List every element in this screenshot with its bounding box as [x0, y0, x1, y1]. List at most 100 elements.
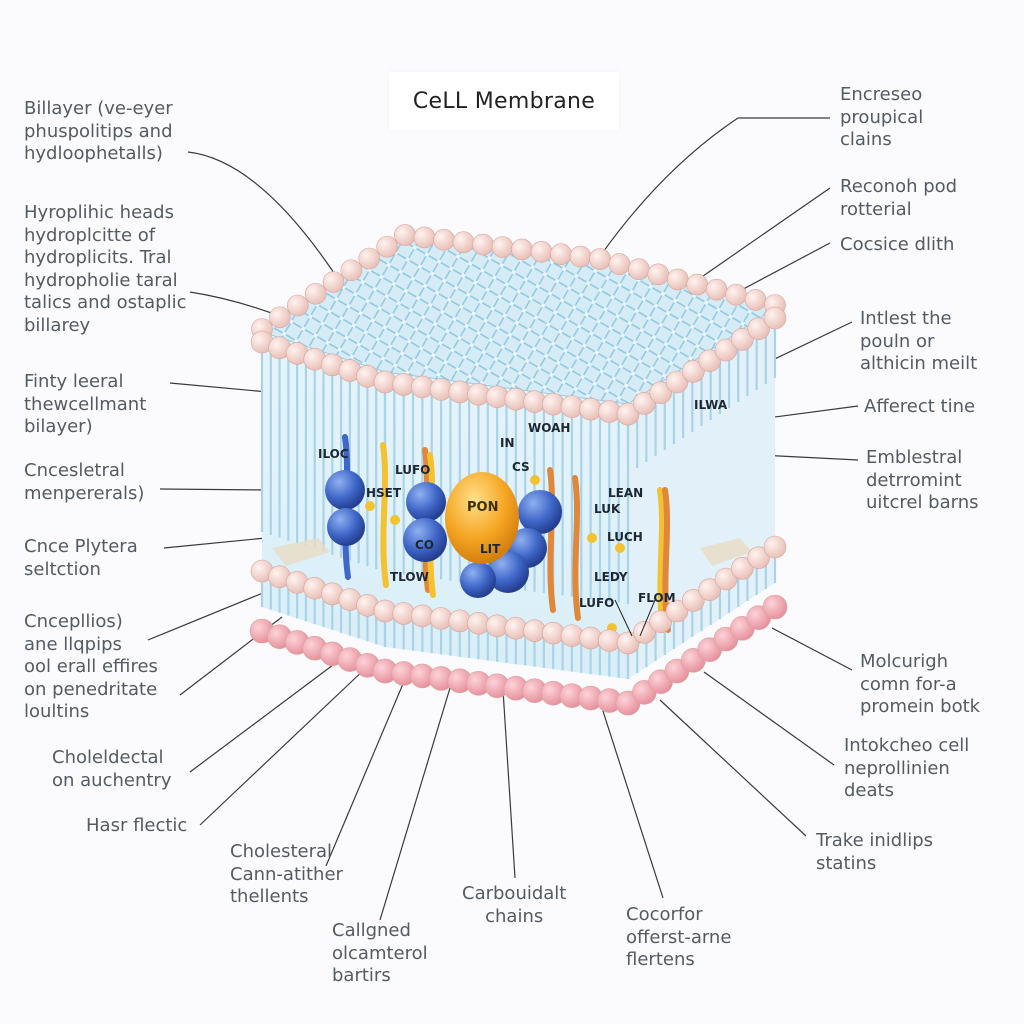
- label-line: Emblestral: [866, 447, 963, 468]
- upper-head: [304, 282, 327, 305]
- label-line: Choleldectal: [52, 747, 164, 768]
- inner-label-hset: HSET: [366, 486, 402, 500]
- protein-blue: [325, 470, 365, 510]
- leader-lines: [147, 117, 859, 921]
- lower-inner-head: [763, 535, 787, 559]
- leader-line: [163, 536, 277, 549]
- inner-label-lit: LIT: [480, 542, 501, 556]
- label-line: thewcellmant: [24, 393, 147, 415]
- label-bilayer: Billayer (ve-eyer phuspolitips and hydlo…: [24, 98, 173, 166]
- cholesterol-filament: [657, 487, 666, 633]
- label-line: bartirs: [332, 965, 391, 986]
- label-line: Cholesteral: [230, 841, 333, 862]
- upper-head: [705, 278, 728, 301]
- label-line: Cocorfor: [626, 904, 703, 925]
- lower-inner-head: [731, 557, 754, 580]
- leader-line: [187, 151, 341, 283]
- inner-label-luk: LUK: [594, 502, 621, 516]
- label-trake: Trake inidlips statins: [816, 830, 933, 875]
- label-reconoh: Reconoh pod rotterial: [840, 176, 957, 221]
- leader-line: [595, 117, 830, 263]
- label-line: olcamterol: [332, 942, 428, 964]
- inner-label-lufo: LUFO: [395, 463, 431, 477]
- leader-line: [502, 689, 516, 879]
- protein-orange: [445, 472, 519, 564]
- label-line: flertens: [626, 949, 695, 970]
- inner-label-flom: FLOM: [638, 591, 676, 605]
- label-cholesterol-anchor: Choleldectal on auchentry: [52, 747, 171, 792]
- leader-line: [703, 671, 835, 766]
- small-molecule: [615, 543, 625, 553]
- inner-label-co: CO: [415, 538, 435, 552]
- label-line: Billayer (ve-eyer: [24, 98, 173, 119]
- label-encreseo: Encreseo proupical clains: [840, 84, 923, 152]
- upper-head: [550, 243, 572, 265]
- upper-head: [569, 245, 592, 268]
- label-line: Molcurigh: [860, 651, 949, 672]
- label-line: hydropholie taral: [24, 269, 178, 291]
- label-line: bilayer): [24, 416, 93, 437]
- leader-line: [601, 707, 664, 899]
- upper-head: [491, 236, 514, 258]
- upper-head: [731, 328, 754, 351]
- label-line: on auchentry: [52, 769, 172, 791]
- label-line: Afferect tine: [864, 396, 976, 417]
- label-line: Cocsice dlith: [840, 234, 955, 255]
- upper-head: [269, 306, 291, 329]
- inner-label-lean: LEAN: [608, 486, 644, 500]
- upper-head: [376, 235, 398, 258]
- upper-head: [608, 253, 631, 275]
- label-intokcheo: Intokcheo cell neprollinien deats: [844, 735, 969, 803]
- carbohydrate-chip: [272, 538, 330, 566]
- protein-blue: [518, 490, 562, 534]
- label-line: Reconoh pod: [840, 176, 958, 197]
- label-line: pouln or: [860, 330, 935, 352]
- label-selection: Cnce Plytera seltction: [24, 536, 138, 581]
- upper-head: [763, 306, 787, 330]
- lower-inner-head: [665, 599, 689, 623]
- label-line: chains: [485, 905, 544, 927]
- label-line: neprollinien: [844, 757, 950, 779]
- protein-blue: [487, 551, 529, 593]
- label-cocsice: Cocsice dlith: [840, 234, 954, 257]
- lower-inner-head: [682, 589, 705, 612]
- cholesterol-filament: [547, 467, 556, 613]
- lower-inner-head: [616, 631, 640, 655]
- label-cholesterol-members: Cncesletral menpererals): [24, 460, 144, 505]
- upper-head: [686, 273, 709, 296]
- inner-label-luch: LUCH: [607, 530, 643, 544]
- label-line: Hasr flectic: [86, 815, 188, 836]
- label-line: proupical: [840, 106, 924, 128]
- upper-head: [628, 258, 650, 281]
- upper-head: [649, 381, 672, 404]
- upper-head: [698, 349, 721, 372]
- label-lipids: Cncepllios) ane llqpips ool erall effire…: [24, 611, 158, 724]
- upper-head: [682, 360, 705, 383]
- upper-head: [433, 229, 455, 251]
- label-line: clains: [840, 129, 892, 150]
- upper-head: [589, 248, 611, 270]
- inner-label-ilwa: ILWA: [694, 398, 728, 412]
- label-line: hydroplicits. Tral: [24, 247, 172, 268]
- inner-label-woah: WOAH: [528, 421, 571, 435]
- label-line: Hyroplihic heads: [24, 202, 174, 223]
- leader-line: [199, 665, 369, 826]
- label-line: offerst-arne: [626, 926, 732, 948]
- diagram-title: CeLL Membrane: [389, 72, 619, 130]
- lower-head: [762, 594, 788, 620]
- upper-head: [340, 259, 363, 282]
- label-fatty-layer: Finty leeral thewcellmant bilayer): [24, 371, 146, 439]
- protein-blue: [460, 562, 496, 598]
- small-molecule: [530, 475, 540, 485]
- leader-line: [189, 655, 346, 773]
- upper-head: [413, 226, 436, 249]
- label-line: talics and ostaplic: [24, 292, 187, 313]
- label-line: Carbouidalt: [462, 883, 567, 904]
- label-cholesteral-bottom: Cholesteral Cann-atither thellents: [230, 841, 343, 909]
- leader-line: [679, 187, 831, 293]
- upper-head: [725, 283, 747, 306]
- lower-inner-head: [649, 610, 672, 633]
- cholesterol-filament: [380, 442, 389, 588]
- lower-inner-head: [714, 567, 738, 591]
